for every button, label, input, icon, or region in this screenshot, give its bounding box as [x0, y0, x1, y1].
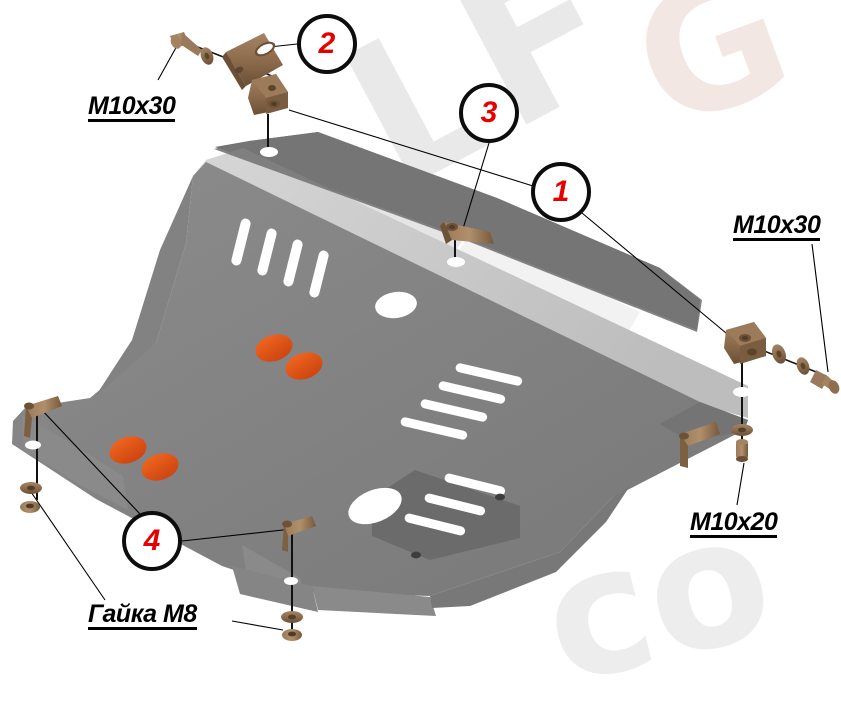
plate-flange-right: [312, 586, 436, 616]
label-text: M10x30: [733, 211, 821, 239]
vent-slots-lower: [404, 473, 506, 536]
callout-2-number: 2: [318, 27, 336, 60]
plate-mount-hole-mid: [284, 577, 298, 585]
hardware-group-left: [20, 396, 62, 513]
nut-m8-mid: [282, 629, 302, 641]
plate-skirt-right: [430, 486, 630, 608]
label-text: M10x30: [88, 92, 176, 120]
callout-2[interactable]: 2: [297, 14, 357, 74]
oval-hole-lower: [348, 487, 402, 525]
callout-1[interactable]: 1: [531, 162, 591, 222]
pocket-screw-lower: [411, 551, 421, 559]
tab-bracket-mid: [282, 516, 316, 552]
plate-vent-pocket: [372, 470, 520, 560]
plate-mount-hole-left: [25, 440, 41, 450]
oval-hole-upper: [375, 291, 417, 319]
callout-3[interactable]: 3: [459, 83, 519, 143]
vent-slots-upper: [231, 218, 329, 298]
hardware-group-top-left: [170, 32, 288, 115]
hardware-group-bottom-mid: [281, 516, 316, 641]
washer-right-2: [796, 357, 810, 375]
angle-bracket-top: [248, 74, 288, 115]
skid-plate-illustration: [12, 32, 840, 641]
callout-4-number: 4: [143, 524, 161, 557]
hardware-group-bottom-right: [731, 424, 753, 462]
nut-m8-left: [20, 501, 40, 513]
label-bolt-m10x30-right: M10x30: [733, 211, 821, 242]
bolt-m10x30-right: [810, 370, 840, 394]
plate-right-nose: [660, 402, 748, 442]
hardware-center-bracket: [440, 222, 494, 267]
orange-plugs: [109, 334, 323, 481]
plate-mount-hole-center: [447, 257, 465, 267]
hardware-group-top-right: [724, 322, 840, 397]
callout-3-number: 3: [480, 96, 498, 129]
flat-bracket: [222, 33, 283, 90]
plate-main-panel: [12, 162, 748, 596]
label-bolt-m10x20: M10x20: [690, 508, 778, 539]
bolt-m10x20: [736, 439, 748, 462]
callout-1-number: 1: [552, 175, 570, 208]
vent-slots-middle: [400, 363, 523, 440]
tab-bracket-right-mid: [679, 422, 720, 468]
plate-flange-tab: [232, 566, 318, 612]
pocket-screw-upper: [495, 493, 505, 501]
washer-top-left: [200, 47, 214, 65]
label-text: M10x20: [690, 508, 778, 536]
callout-4[interactable]: 4: [122, 511, 182, 571]
label-nut-m8: Гайка M8: [88, 600, 197, 631]
bolt-m10x30-left: [170, 32, 202, 56]
plate-rib-band: [193, 148, 748, 418]
tab-bracket-left: [24, 396, 62, 438]
plate-mount-hole-right: [733, 387, 751, 397]
diagram-canvas: LF G co: [12, 0, 840, 725]
angle-bracket-right: [724, 322, 766, 364]
plate-left-facet: [95, 176, 193, 397]
plate-mount-hole-topleft: [260, 147, 278, 157]
leader-lines: [30, 43, 829, 631]
label-bolt-m10x30-left: M10x30: [88, 92, 176, 123]
washer-right-1: [771, 344, 787, 364]
label-text: Гайка M8: [88, 600, 197, 628]
plate-flange-left: [22, 415, 128, 510]
